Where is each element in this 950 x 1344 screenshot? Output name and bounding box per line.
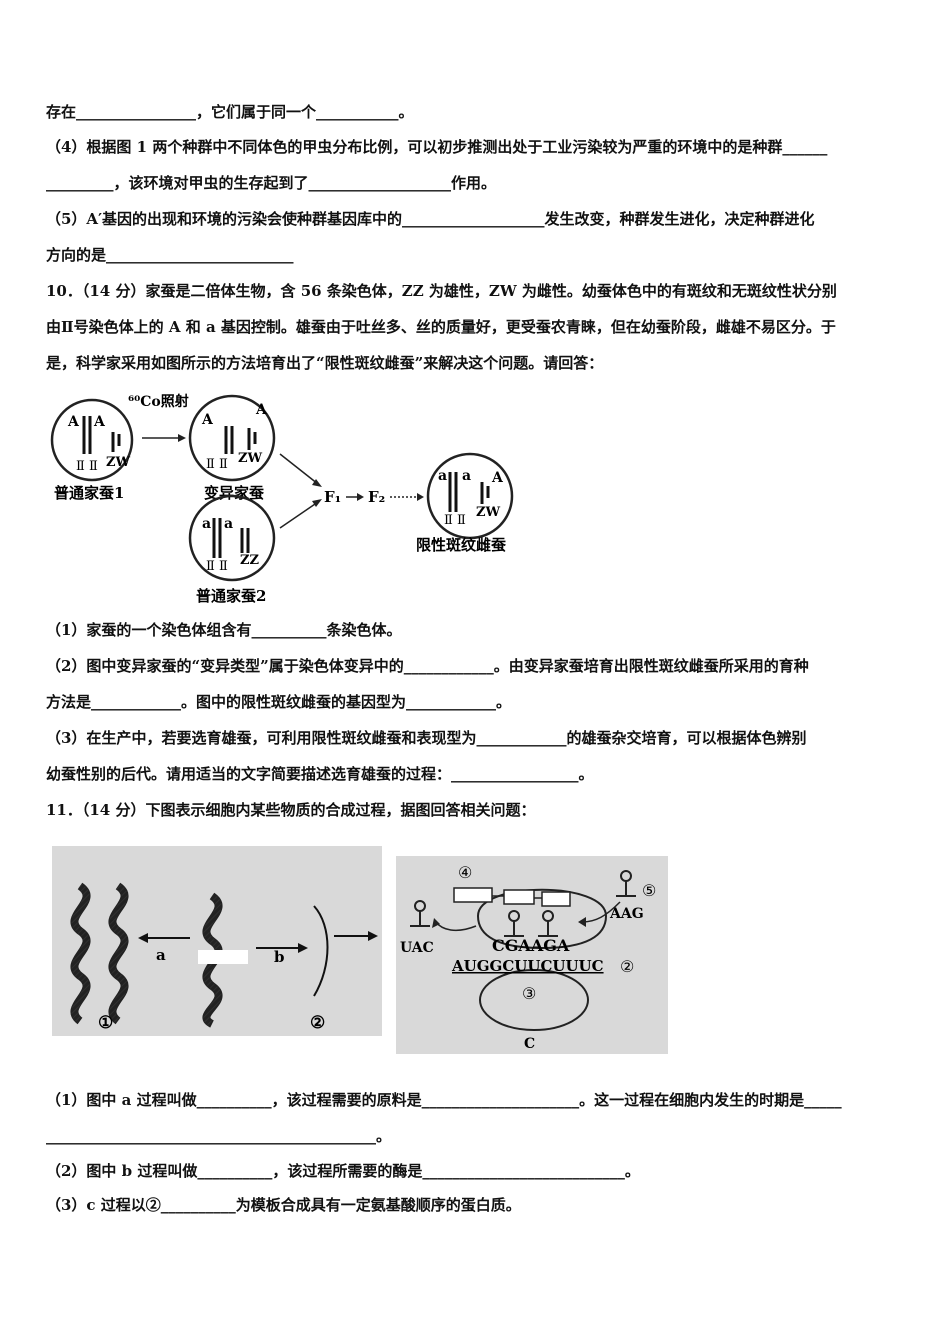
gene-label: a (202, 516, 211, 532)
f1-label: F₁ (324, 488, 341, 506)
text-line: 存在________________，它们属于同一个___________。 (46, 103, 414, 121)
text-line: 方向的是_________________________ (46, 246, 294, 264)
dna-process-figure: a b ① ② (52, 846, 382, 1036)
label-3-ribosome: ③ (522, 984, 536, 1003)
translation-figure: ④ ⑤ UAC AAG CGAAGA AUGGCUUCUUUC ② ③ C (396, 856, 668, 1054)
label-1: ① (98, 1013, 113, 1033)
question-11-stem: 11．（14 分）下图表示细胞内某些物质的合成过程，据图回答相关问题： (46, 801, 536, 819)
cell-label: 普通家蚕1 (54, 484, 124, 502)
chromosome-label: Ⅱ Ⅱ (206, 457, 228, 472)
text-line: _________，该环境对甲虫的生存起到了__________________… (46, 174, 497, 192)
sex-chromosome-label: ZW (238, 451, 262, 466)
text-line: （5）A′基因的出现和环境的污染会使种群基因库中的_______________… (46, 210, 815, 228)
text-line: 是，科学家采用如图所示的方法培育出了“限性斑纹雌蚕”来解决这个问题。请回答： (46, 354, 604, 372)
chromosome-label: Ⅱ Ⅱ (206, 559, 228, 574)
trna-anticodon-left: UAC (400, 940, 434, 956)
gene-label: A (491, 470, 504, 486)
text-line: （2）图中 b 过程叫做__________，该过程所需要的酶是________… (46, 1162, 640, 1180)
gene-label: A (201, 412, 214, 428)
arrow-b-label: b (274, 948, 285, 966)
sex-chromosome-label: ZW (476, 505, 500, 520)
gene-label: A (255, 402, 268, 418)
irradiation-label: ⁶⁰Co照射 (128, 393, 189, 410)
gene-label: a (462, 468, 471, 484)
question-10-stem: 10．（14 分）家蚕是二倍体生物，含 56 条染色体，ZZ 为雄性，ZW 为雌… (46, 282, 837, 300)
gene-label: A (93, 414, 106, 430)
cell-label: 限性斑纹雌蚕 (416, 536, 507, 554)
text-line: ________________________________________… (46, 1127, 392, 1145)
silkworm-breeding-figure: A A Ⅱ Ⅱ ZW 普通家蚕1 ⁶⁰Co照射 A A Ⅱ Ⅱ ZW 变异家蚕 … (50, 393, 514, 605)
gene-label: A (67, 414, 80, 430)
text-line: （1）家蚕的一个染色体组含有__________条染色体。 (46, 621, 402, 639)
text-line: （4）根据图 1 两个种群中不同体色的甲虫分布比例，可以初步推测出处于工业污染较… (46, 138, 828, 156)
mrna-sequence: AUGGCUUCUUUC (451, 957, 604, 975)
label-5: ⑤ (642, 881, 656, 900)
text-line: 方法是____________。图中的限性斑纹雌蚕的基因型为__________… (46, 693, 512, 711)
text-line: （3）在生产中，若要选育雄蚕，可利用限性斑纹雌蚕和表现型为___________… (46, 729, 807, 747)
f2-label: F₂ (368, 488, 385, 506)
trna-anticodon-right: AAG (609, 906, 644, 922)
label-2: ② (310, 1013, 325, 1033)
anticodons-label: CGAAGA (492, 936, 570, 955)
gene-label: a (224, 516, 233, 532)
text-line: 幼蚕性别的后代。请用适当的文字简要描述选育雄蚕的过程：_____________… (46, 765, 594, 783)
sex-chromosome-label: ZW (106, 455, 130, 470)
label-c: C (524, 1036, 535, 1052)
text-line: （3）c 过程以②__________为模板合成具有一定氨基酸顺序的蛋白质。 (46, 1196, 521, 1214)
chromosome-label: Ⅱ Ⅱ (444, 513, 466, 528)
text-line: （1）图中 a 过程叫做__________，该过程需要的原料是________… (46, 1091, 842, 1109)
label-4: ④ (458, 863, 472, 882)
gene-label: a (438, 468, 447, 484)
chromosome-label: Ⅱ Ⅱ (76, 459, 98, 474)
text-line: （2）图中变异家蚕的“变异类型”属于染色体变异中的____________。由变… (46, 657, 809, 675)
arrow-a-label: a (156, 946, 166, 964)
text-line: 由Ⅱ号染色体上的 A 和 a 基因控制。雄蚕由于吐丝多、丝的质量好，更受蚕农青睐… (46, 318, 836, 336)
label-2-mrna: ② (620, 957, 634, 976)
cell-label: 普通家蚕2 (196, 587, 266, 605)
sex-chromosome-label: ZZ (240, 553, 259, 568)
